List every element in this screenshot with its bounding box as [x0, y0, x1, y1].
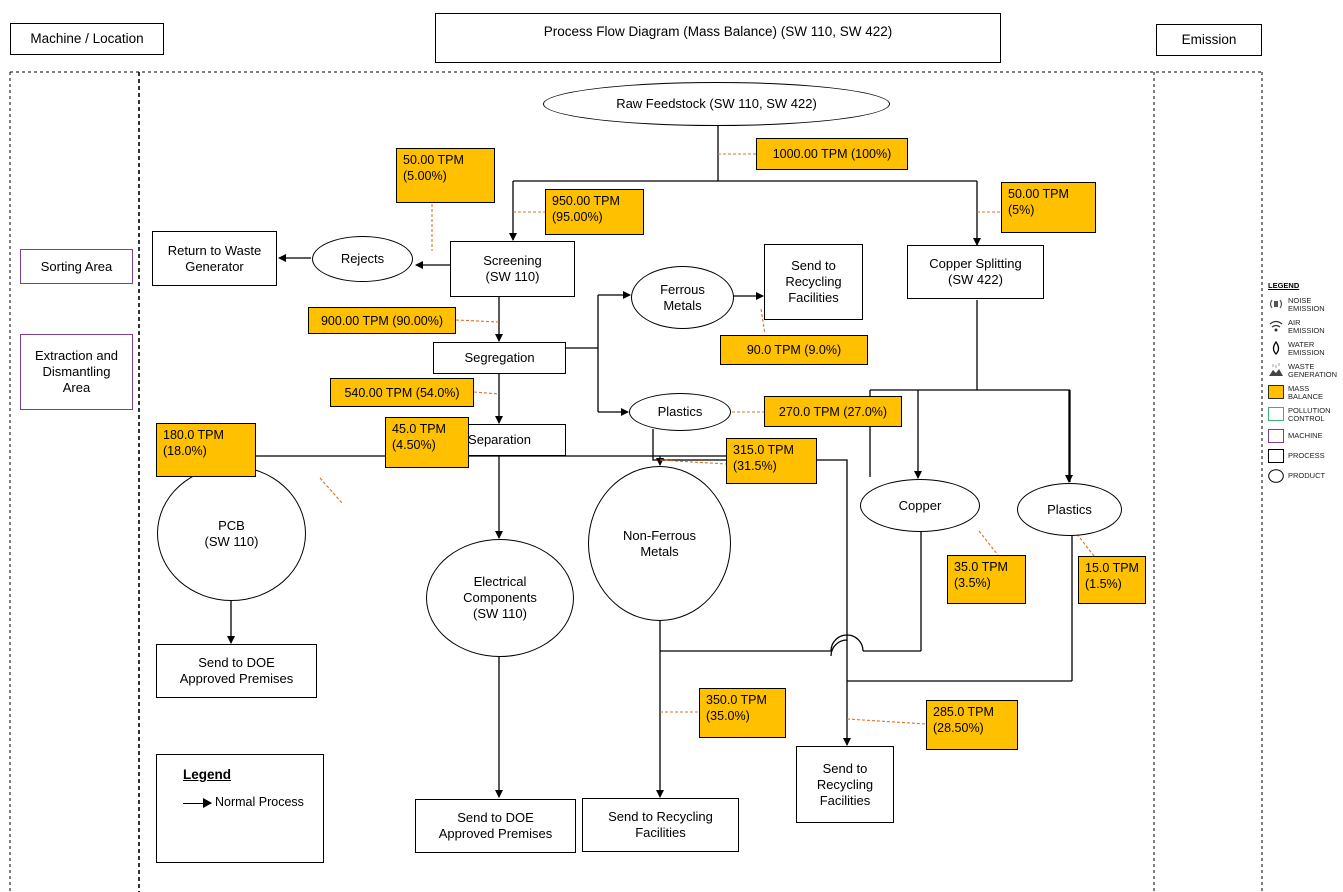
non-ferrous-metals-node: Non-Ferrous Metals	[588, 466, 731, 621]
side-legend-item: PROCESS	[1268, 447, 1342, 467]
side-legend-label: WATER EMISSION	[1288, 340, 1325, 357]
side-legend-label: MASS BALANCE	[1288, 384, 1324, 401]
mass-balance-pcb: 180.0 TPM (18.0%)	[156, 423, 256, 477]
plastics-node-2: Plastics	[1017, 483, 1122, 536]
mass-balance-ferrous: 90.0 TPM (9.0%)	[720, 335, 868, 365]
mass-balance-rejects: 50.00 TPM (5.00%)	[396, 148, 495, 203]
side-legend-title: LEGEND	[1268, 281, 1300, 290]
rejects-node: Rejects	[312, 236, 413, 282]
mass-balance-segregation: 900.00 TPM (90.00%)	[308, 307, 456, 334]
screening-node: Screening (SW 110)	[450, 241, 575, 297]
mass-balance-plastics-1: 270.0 TPM (27.0%)	[764, 396, 902, 427]
legend-title: Legend	[183, 767, 232, 782]
side-legend-label: MACHINE	[1288, 431, 1323, 440]
copper-node: Copper	[860, 479, 980, 532]
side-legend-item: WASTE GENERATION	[1268, 361, 1342, 381]
send-recycling-node-1: Send to Recycling Facilities	[764, 244, 863, 320]
mass-balance-screening: 950.00 TPM (95.00%)	[545, 189, 644, 235]
pollution-control-swatch	[1268, 407, 1284, 421]
send-doe-node-1: Send to DOE Approved Premises	[156, 644, 317, 698]
extraction-dismantling-area: Extraction and Dismantling Area	[20, 334, 133, 410]
water-emission-icon	[1272, 341, 1280, 355]
waste-generation-icon	[1269, 363, 1283, 376]
legend-normal-process: Normal Process	[215, 795, 304, 809]
side-legend-label: AIR EMISSION	[1288, 318, 1325, 335]
mass-balance-non-ferrous: 315.0 TPM (31.5%)	[726, 438, 817, 484]
raw-feedstock-node: Raw Feedstock (SW 110, SW 422)	[543, 82, 890, 126]
mass-balance-separation: 540.00 TPM (54.0%)	[330, 378, 474, 407]
pcb-node: PCB (SW 110)	[157, 466, 306, 601]
side-legend-item: AIR EMISSION	[1268, 317, 1342, 337]
arrow-head-icon	[203, 798, 212, 808]
side-legend-label: WASTE GENERATION	[1288, 362, 1338, 379]
mass-balance-swatch	[1268, 385, 1284, 399]
send-recycling-node-3: Send to Recycling Facilities	[796, 746, 894, 823]
diagram-title: Process Flow Diagram (Mass Balance) (SW …	[435, 13, 1001, 63]
column-dividers	[9, 71, 1263, 892]
mass-balance-recycling-3: 285.0 TPM (28.50%)	[926, 700, 1018, 750]
side-legend-label: PRODUCT	[1288, 471, 1326, 480]
normal-process-arrow-icon	[183, 803, 211, 804]
mass-balance-copper-splitting: 50.00 TPM (5%)	[1001, 182, 1096, 233]
side-legend-item: WATER EMISSION	[1268, 339, 1342, 359]
side-legend-item: POLLUTION CONTROL	[1268, 405, 1342, 425]
side-legend-label: POLLUTION CONTROL	[1288, 406, 1331, 423]
electrical-components-node: Electrical Components (SW 110)	[426, 539, 574, 657]
send-recycling-node-2: Send to Recycling Facilities	[582, 798, 739, 852]
side-legend-item: MASS BALANCE	[1268, 383, 1342, 403]
ferrous-metals-node: Ferrous Metals	[631, 266, 734, 329]
machine-location-header: Machine / Location	[10, 23, 164, 55]
mass-balance-plastics-2: 15.0 TPM (1.5%)	[1078, 556, 1146, 604]
mass-balance-electrical: 45.0 TPM (4.50%)	[385, 417, 469, 468]
send-doe-node-2: Send to DOE Approved Premises	[415, 799, 576, 853]
process-swatch	[1268, 449, 1284, 463]
side-legend-item: PRODUCT	[1268, 467, 1342, 487]
noise-emission-icon	[1269, 299, 1283, 309]
copper-splitting-node: Copper Splitting (SW 422)	[907, 245, 1044, 299]
plastics-node-1: Plastics	[629, 393, 731, 431]
side-legend-label: NOISE EMISSION	[1288, 296, 1325, 313]
mass-balance-copper: 35.0 TPM (3.5%)	[947, 555, 1026, 604]
segregation-node: Segregation	[433, 342, 566, 374]
side-legend-item: NOISE EMISSION	[1268, 295, 1342, 315]
air-emission-icon	[1269, 320, 1283, 332]
diagram-legend: Legend Normal Process	[156, 754, 324, 863]
side-legend-label: PROCESS	[1288, 451, 1325, 460]
machine-swatch	[1268, 429, 1284, 443]
mass-balance-recycling-2: 350.0 TPM (35.0%)	[699, 688, 786, 738]
emission-header: Emission	[1156, 24, 1262, 56]
side-legend-item: MACHINE	[1268, 427, 1342, 447]
mass-balance-raw: 1000.00 TPM (100%)	[756, 138, 908, 170]
sorting-area: Sorting Area	[20, 249, 133, 284]
product-swatch	[1268, 469, 1284, 483]
return-to-waste-node: Return to Waste Generator	[152, 231, 277, 286]
